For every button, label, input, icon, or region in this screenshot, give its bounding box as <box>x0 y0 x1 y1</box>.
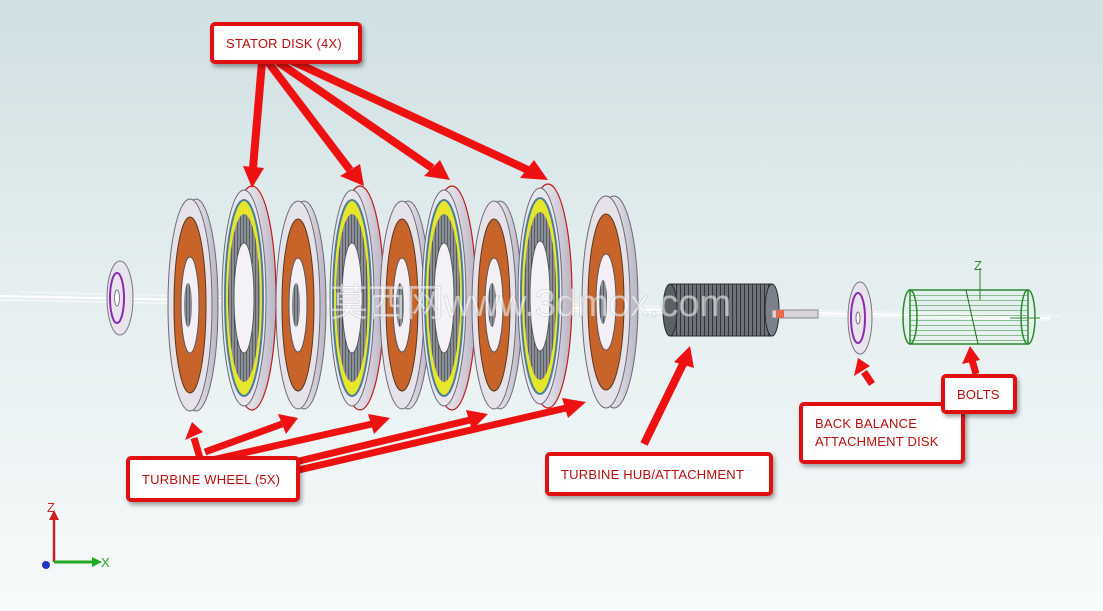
callout-turbine-wheel: TURBINE WHEEL (5X) <box>126 456 300 502</box>
callout-back-balance: BACK BALANCE ATTACHMENT DISK <box>799 402 965 464</box>
turbine-hub <box>662 283 819 337</box>
callout-stator-disk-label: STATOR DISK (4X) <box>226 35 342 51</box>
stator-disk-4 <box>517 183 573 409</box>
arrow-turbine-4 <box>269 410 488 472</box>
bolts-bundle <box>902 268 1040 345</box>
turbine-wheel-4 <box>471 200 523 410</box>
arrow-stator-2 <box>264 59 364 186</box>
arrow-turbine-hub <box>640 346 694 446</box>
callout-turbine-hub-label: TURBINE HUB/ATTACHMENT <box>561 466 745 482</box>
bolts-axis-z-label: Z <box>974 258 982 273</box>
arrow-stator-3 <box>275 58 450 180</box>
callout-back-balance-line2: ATTACHMENT DISK <box>815 434 939 449</box>
front-balance-disk <box>106 260 134 336</box>
arrow-turbine-2 <box>203 414 298 456</box>
arrow-stator-1 <box>243 61 266 188</box>
turbine-wheel-1 <box>167 198 219 412</box>
stator-disk-2 <box>329 185 385 411</box>
arrow-turbine-5 <box>289 398 586 476</box>
arrow-back-balance <box>854 358 875 386</box>
arrow-bolts <box>962 346 980 375</box>
axis-triad: Z X <box>42 500 110 570</box>
watermark-text: 莫西网www.3dmox.com <box>330 283 731 325</box>
callout-turbine-hub: TURBINE HUB/ATTACHMENT <box>545 452 773 496</box>
callout-bolts: BOLTS <box>941 374 1017 414</box>
turbine-wheel-3 <box>379 200 431 410</box>
callout-turbine-wheel-label: TURBINE WHEEL (5X) <box>142 471 281 487</box>
axis-x-label: X <box>101 555 110 570</box>
arrow-stator-4 <box>288 56 548 180</box>
axis-z-label: Z <box>47 500 55 515</box>
callout-bolts-label: BOLTS <box>957 386 1000 402</box>
turbine-wheel-2 <box>275 200 327 410</box>
back-balance-disk <box>847 281 873 355</box>
stator-disk-3 <box>421 185 477 411</box>
turbine-wheel-5 <box>581 195 639 409</box>
arrow-turbine-1 <box>185 422 204 460</box>
disk-stack <box>167 183 639 412</box>
callout-stator-disk: STATOR DISK (4X) <box>210 22 362 64</box>
callout-back-balance-line1: BACK BALANCE <box>815 416 918 431</box>
callout-arrows <box>185 56 980 476</box>
arrow-turbine-3 <box>211 414 390 464</box>
stator-disk-1 <box>221 185 277 411</box>
